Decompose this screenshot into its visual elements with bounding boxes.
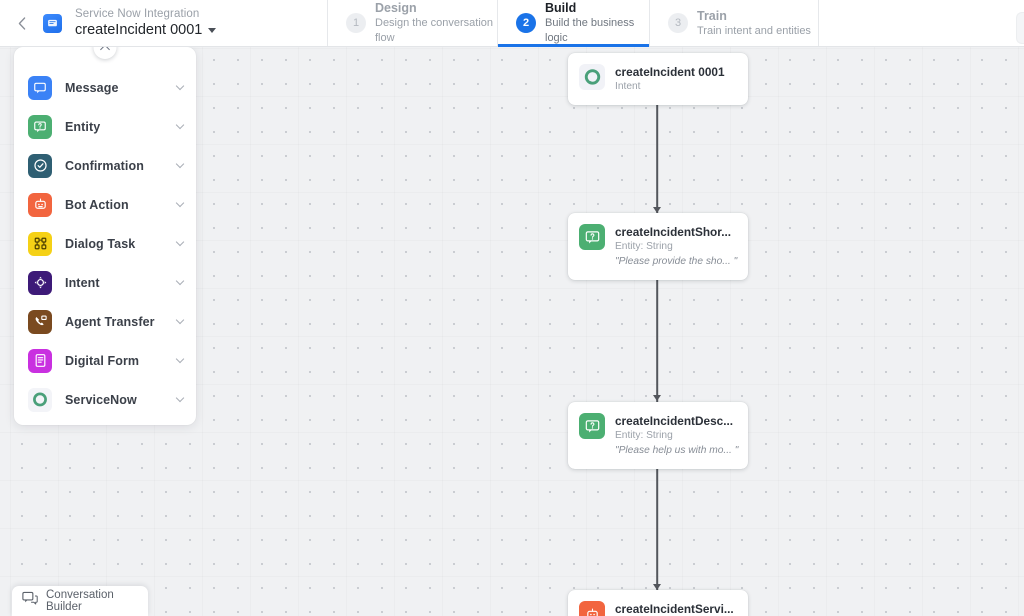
dialog-task-icon <box>28 231 52 256</box>
step-train-number: 3 <box>668 13 688 33</box>
palette-item-bot-action[interactable]: Bot Action <box>14 185 196 224</box>
entity-icon <box>579 224 605 250</box>
entity-icon <box>579 413 605 439</box>
palette-item-dialog-task-label: Dialog Task <box>65 236 136 251</box>
chevron-down-icon[interactable] <box>175 159 185 169</box>
right-panel-handle[interactable] <box>1016 12 1024 44</box>
palette-item-confirmation-label: Confirmation <box>65 158 144 173</box>
agent-transfer-icon <box>28 309 52 334</box>
header-subtitle: Service Now Integration <box>75 8 200 20</box>
flow-node-entity-short-title: createIncidentShor... <box>615 225 732 239</box>
step-design-label: Design <box>375 1 417 15</box>
step-design[interactable]: 1 Design Design the conversation flow <box>327 0 497 46</box>
chevron-down-icon[interactable] <box>175 120 185 130</box>
conversation-builder-label: Conversation Builder <box>46 589 114 613</box>
flow-node-entity-desc-subtitle: Entity: String <box>615 430 673 441</box>
palette-item-intent[interactable]: Intent <box>14 263 196 302</box>
step-design-number: 1 <box>346 13 366 33</box>
header-left: Service Now Integration createIncident 0… <box>0 0 327 46</box>
flow-node-entity-desc[interactable]: createIncidentDesc... Entity: String "Pl… <box>568 402 748 469</box>
palette-item-agent-transfer[interactable]: Agent Transfer <box>14 302 196 341</box>
message-bubble-icon <box>28 75 52 100</box>
conversation-builder-button[interactable]: Conversation Builder <box>12 586 148 616</box>
palette-item-entity-label: Entity <box>65 119 101 134</box>
palette-item-servicenow[interactable]: ServiceNow <box>14 380 196 419</box>
chevron-down-icon[interactable] <box>175 393 185 403</box>
flow-node-intent[interactable]: createIncident 0001 Intent <box>568 53 748 105</box>
palette-item-confirmation[interactable]: Confirmation <box>14 146 196 185</box>
servicenow-icon <box>579 64 605 90</box>
header-spacer <box>819 0 1024 46</box>
chevron-up-glyph <box>100 47 110 54</box>
connector-1-arrow-icon <box>653 207 661 213</box>
intent-target-icon <box>28 270 52 295</box>
flow-node-entity-short-subtitle: Entity: String <box>615 241 673 252</box>
palette-item-digital-form-label: Digital Form <box>65 353 140 368</box>
flow-node-intent-title: createIncident 0001 <box>615 65 725 79</box>
palette-item-intent-label: Intent <box>65 275 100 290</box>
palette-list: Message Entity <box>14 47 196 419</box>
header-title-block: Service Now Integration createIncident 0… <box>75 7 217 39</box>
step-train-label: Train <box>697 8 727 23</box>
chevron-left-icon[interactable] <box>12 13 32 33</box>
step-train-desc: Train intent and entities <box>697 24 811 37</box>
check-circle-icon <box>28 153 52 178</box>
chevron-down-icon[interactable] <box>175 354 185 364</box>
digital-form-icon <box>28 348 52 373</box>
step-build[interactable]: 2 Build Build the business logic <box>497 0 649 47</box>
palette-item-dialog-task[interactable]: Dialog Task <box>14 224 196 263</box>
bot-action-icon <box>28 192 52 217</box>
palette-item-entity[interactable]: Entity <box>14 107 196 146</box>
page-title: createIncident 0001 <box>75 22 203 38</box>
step-build-number: 2 <box>516 13 536 33</box>
connector-1 <box>656 99 658 257</box>
entity-icon <box>28 114 52 139</box>
flow-node-intent-subtitle: Intent <box>615 81 641 92</box>
servicenow-icon <box>28 387 52 412</box>
flow-graph: createIncident 0001 Intent createInciden… <box>0 47 1024 616</box>
connector-2 <box>656 266 658 424</box>
conversation-builder-icon <box>22 591 38 611</box>
step-build-underline <box>498 44 649 47</box>
flow-node-bot-action-title: createIncidentServi... <box>615 602 734 616</box>
step-train-underline <box>650 44 818 47</box>
flow-node-entity-short-prompt: "Please provide the sho... " <box>615 256 738 267</box>
palette-item-bot-action-label: Bot Action <box>65 197 129 212</box>
palette-item-message-label: Message <box>65 80 119 95</box>
wizard-steps: 1 Design Design the conversation flow 2 … <box>327 0 819 47</box>
flow-node-bot-action[interactable]: createIncidentServi... <box>568 590 748 616</box>
palette-item-agent-transfer-label: Agent Transfer <box>65 314 155 329</box>
connector-3-arrow-icon <box>653 584 661 590</box>
flow-node-entity-short[interactable]: createIncidentShor... Entity: String "Pl… <box>568 213 748 280</box>
chevron-down-icon[interactable] <box>175 198 185 208</box>
connector-3 <box>656 454 658 612</box>
chevron-up-icon[interactable] <box>93 47 117 59</box>
chevron-down-icon[interactable] <box>175 276 185 286</box>
palette-item-servicenow-label: ServiceNow <box>65 392 137 407</box>
top-header: Service Now Integration createIncident 0… <box>0 0 1024 47</box>
step-build-desc: Build the business logic <box>545 17 635 44</box>
step-design-desc: Design the conversation flow <box>375 17 494 44</box>
step-build-label: Build <box>545 1 577 15</box>
header-title-row: createIncident 0001 <box>75 21 217 39</box>
step-train[interactable]: 3 Train Train intent and entities <box>649 0 819 46</box>
palette-item-digital-form[interactable]: Digital Form <box>14 341 196 380</box>
app-logo-icon[interactable] <box>43 13 62 33</box>
connector-2-arrow-icon <box>653 395 661 401</box>
bot-action-icon <box>579 601 605 616</box>
chevron-down-icon[interactable] <box>175 237 185 247</box>
caret-down-icon[interactable] <box>208 27 217 33</box>
chevron-down-icon[interactable] <box>175 81 185 91</box>
flow-node-entity-desc-prompt: "Please help us with mo... " <box>615 445 739 456</box>
flow-canvas[interactable]: createIncident 0001 Intent createInciden… <box>0 47 1024 616</box>
flow-node-entity-desc-title: createIncidentDesc... <box>615 414 734 428</box>
chevron-down-icon[interactable] <box>175 315 185 325</box>
step-design-underline <box>328 44 497 47</box>
palette-item-message[interactable]: Message <box>14 68 196 107</box>
node-palette: Message Entity <box>14 47 196 425</box>
